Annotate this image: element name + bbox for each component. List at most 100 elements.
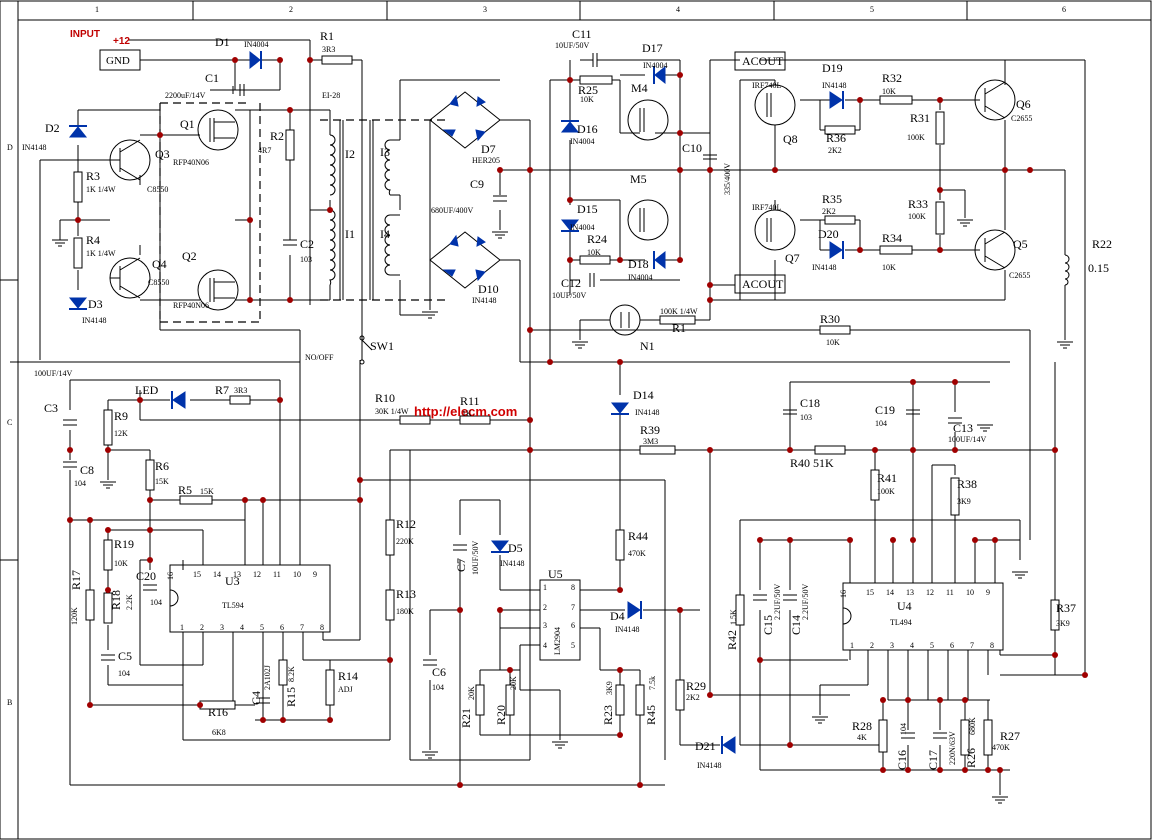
component-label-d3: IN4148: [82, 316, 106, 325]
component-label-r4: R4: [86, 233, 100, 247]
component-label-r42: 1.5K: [729, 609, 738, 625]
component-label-m4: M4: [631, 81, 648, 95]
pin-number: 13: [906, 588, 914, 597]
column-label: 1: [95, 5, 99, 14]
pin-number: 10: [293, 570, 301, 579]
ground-symbols: [52, 219, 1073, 804]
component-label-u3: U3: [225, 574, 240, 588]
resistor-R41: [870, 469, 880, 501]
component-label-acout2: ACOUT: [742, 277, 784, 291]
component-label-q7: Q7: [785, 251, 800, 265]
component-label-r13: R13: [396, 587, 416, 601]
component-label-c2: 103: [300, 255, 312, 264]
resistor-R42: [735, 594, 745, 626]
component-label-d16: IN4004: [570, 137, 594, 146]
component-label-r1b: R1: [672, 321, 686, 335]
component-label-q2: RFP40N06: [173, 301, 209, 310]
component-label-r1b: 100K 1/4W: [660, 307, 698, 316]
component-label-c5: 104: [118, 669, 130, 678]
mosfet-M4: [627, 99, 669, 141]
component-label-n1: N1: [640, 339, 655, 353]
component-label-r27: 470K: [992, 743, 1010, 752]
pin-number: 12: [253, 570, 261, 579]
component-label-r18: 2.2K: [125, 594, 134, 610]
diode-D14: [610, 402, 630, 414]
component-label-c9: 680UF/400V: [431, 206, 473, 215]
column-label: 6: [1062, 5, 1066, 14]
resistor-R32: [879, 95, 913, 105]
resistor-R37: [1050, 599, 1060, 631]
component-label-r28: R28: [852, 719, 872, 733]
component-label-r2: R2: [270, 129, 284, 143]
resistor-R28: [878, 719, 888, 753]
transformer-label: EI-28: [322, 91, 340, 100]
component-label-q4: C8550: [148, 278, 169, 287]
component-label-r31: 100K: [907, 133, 925, 142]
component-label-d4: D4: [610, 609, 625, 623]
component-label-d15: D15: [577, 202, 598, 216]
resistor-R31: [935, 111, 945, 145]
resistor-R4: [73, 237, 83, 269]
resistor-R30: [819, 325, 851, 335]
diode-D21: [722, 736, 736, 754]
resistor-R7: [229, 395, 251, 405]
component-label-r41: 100K: [877, 487, 895, 496]
component-label-d15: IN4004: [570, 223, 594, 232]
shunt-R22: [1064, 254, 1070, 286]
component-label-q1: Q1: [180, 117, 195, 131]
diode-D5: [490, 540, 510, 552]
component-label-c6: C6: [432, 665, 446, 679]
component-label-q6: C2655: [1011, 114, 1032, 123]
column-label: 2: [289, 5, 293, 14]
component-label-r21: R21: [459, 708, 473, 728]
pin-number: 8: [571, 583, 575, 592]
component-label-r9: 12K: [114, 429, 128, 438]
component-label-r10: 30K 1/4W: [375, 407, 409, 416]
component-label-c15: 2.2UF/50V: [773, 584, 782, 620]
ic-U3: [169, 564, 331, 633]
transistor-Q5: [974, 229, 1016, 271]
component-label-r36: R36: [826, 131, 846, 145]
mosfet-Q1: [197, 109, 239, 151]
led-diode: [172, 391, 186, 409]
capacitors: [63, 53, 962, 739]
component-label-c3: C3: [44, 401, 58, 415]
component-label-d2: IN4148: [22, 143, 46, 152]
component-label-r17: R17: [69, 570, 83, 590]
component-label-r7: 3R3: [234, 386, 247, 395]
component-label-c14: C14: [789, 615, 803, 635]
component-label-r45: 7.5k: [648, 676, 657, 690]
component-label-d1: IN4004: [244, 40, 268, 49]
component-label-q5: C2655: [1009, 271, 1030, 280]
component-label-q2: Q2: [182, 249, 197, 263]
gnd-label: GND: [106, 55, 130, 67]
pin-number: 12: [926, 588, 934, 597]
component-label-u3: TL594: [222, 601, 244, 610]
component-label-c19: C19: [875, 403, 895, 417]
ic-U4: [842, 582, 1004, 651]
component-label-r41: R41: [877, 471, 897, 485]
pin-number: 16: [166, 572, 175, 580]
neon-lamp-N1: [609, 304, 641, 336]
resistor-R3: [73, 171, 83, 203]
component-label-d10: IN4148: [472, 296, 496, 305]
junction-dots: [67, 57, 1088, 788]
resistor-R11: [459, 415, 491, 425]
resistor-R15: [278, 659, 288, 686]
component-label-r24: 10K: [587, 248, 601, 257]
transistors: [109, 79, 1016, 336]
resistor-R1: [321, 55, 353, 65]
acout-terminal-bottom: [734, 274, 786, 294]
component-label-r12: 220K: [396, 537, 414, 546]
resistor-R29: [675, 679, 685, 711]
component-label-r18: R18: [109, 590, 123, 610]
component-label-r4: 1K 1/4W: [86, 249, 116, 258]
ic-U5: [539, 579, 581, 661]
pin-number: 11: [946, 588, 954, 597]
resistor-R35: [824, 215, 856, 225]
resistor-R9: [103, 409, 113, 446]
component-label-r30: R30: [820, 312, 840, 326]
pin-number: 1: [543, 583, 547, 592]
